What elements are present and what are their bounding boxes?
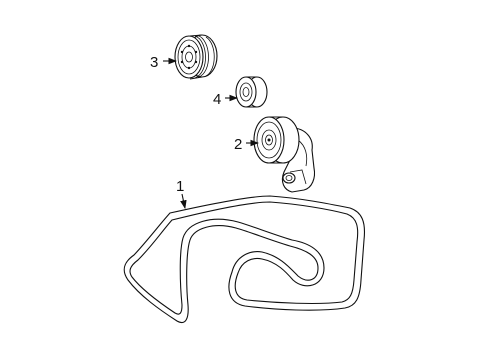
callout-3: 3: [150, 54, 158, 71]
idler-pulley-small-part-4[interactable]: [235, 76, 268, 108]
leader-line-1: [180, 193, 187, 210]
callout-1: 1: [176, 178, 184, 195]
callout-4: 4: [213, 91, 221, 108]
belt-tensioner-part-2[interactable]: [253, 116, 316, 193]
idler-pulley-part-3[interactable]: [174, 34, 218, 80]
bearing-balls: [180, 44, 198, 70]
serpentine-belt-part-1[interactable]: [123, 195, 366, 323]
callout-2: 2: [234, 136, 242, 153]
